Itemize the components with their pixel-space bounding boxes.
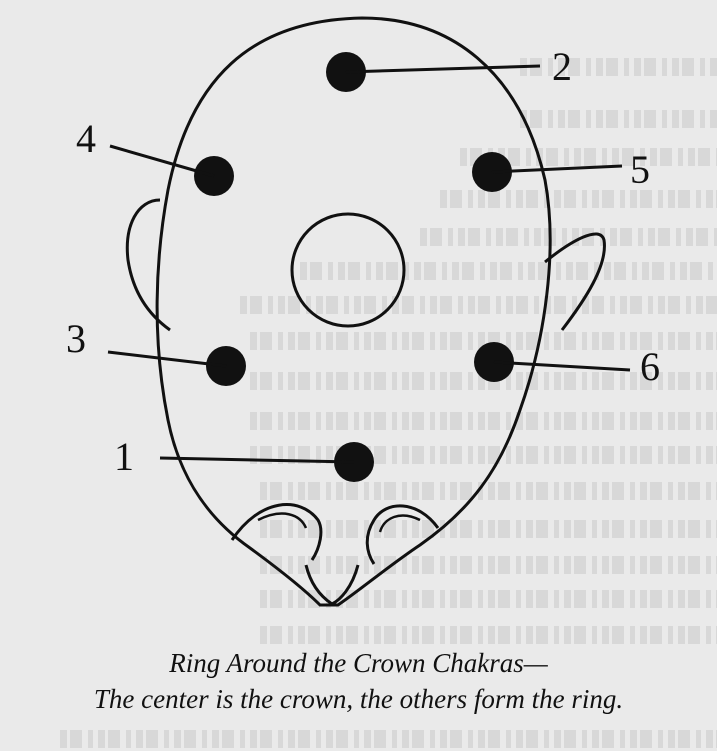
figure-caption-title: Ring Around the Crown Chakras— — [0, 647, 717, 679]
leader-line-2 — [346, 66, 540, 72]
label-5: 5 — [630, 147, 650, 192]
figure-caption-description: The center is the crown, the others form… — [0, 683, 717, 715]
crown-chakra-circle — [292, 214, 404, 326]
right-brow-inner — [380, 516, 420, 532]
label-6: 6 — [640, 344, 660, 389]
label-4: 4 — [76, 116, 96, 161]
leader-line-4 — [110, 146, 214, 176]
right-ear — [545, 234, 604, 330]
label-1: 1 — [114, 434, 134, 479]
label-2: 2 — [552, 44, 572, 89]
head-outline — [157, 18, 550, 605]
left-brow-inner — [258, 514, 306, 528]
label-3: 3 — [66, 316, 86, 361]
leader-line-1 — [160, 458, 354, 462]
leader-line-6 — [494, 362, 630, 370]
